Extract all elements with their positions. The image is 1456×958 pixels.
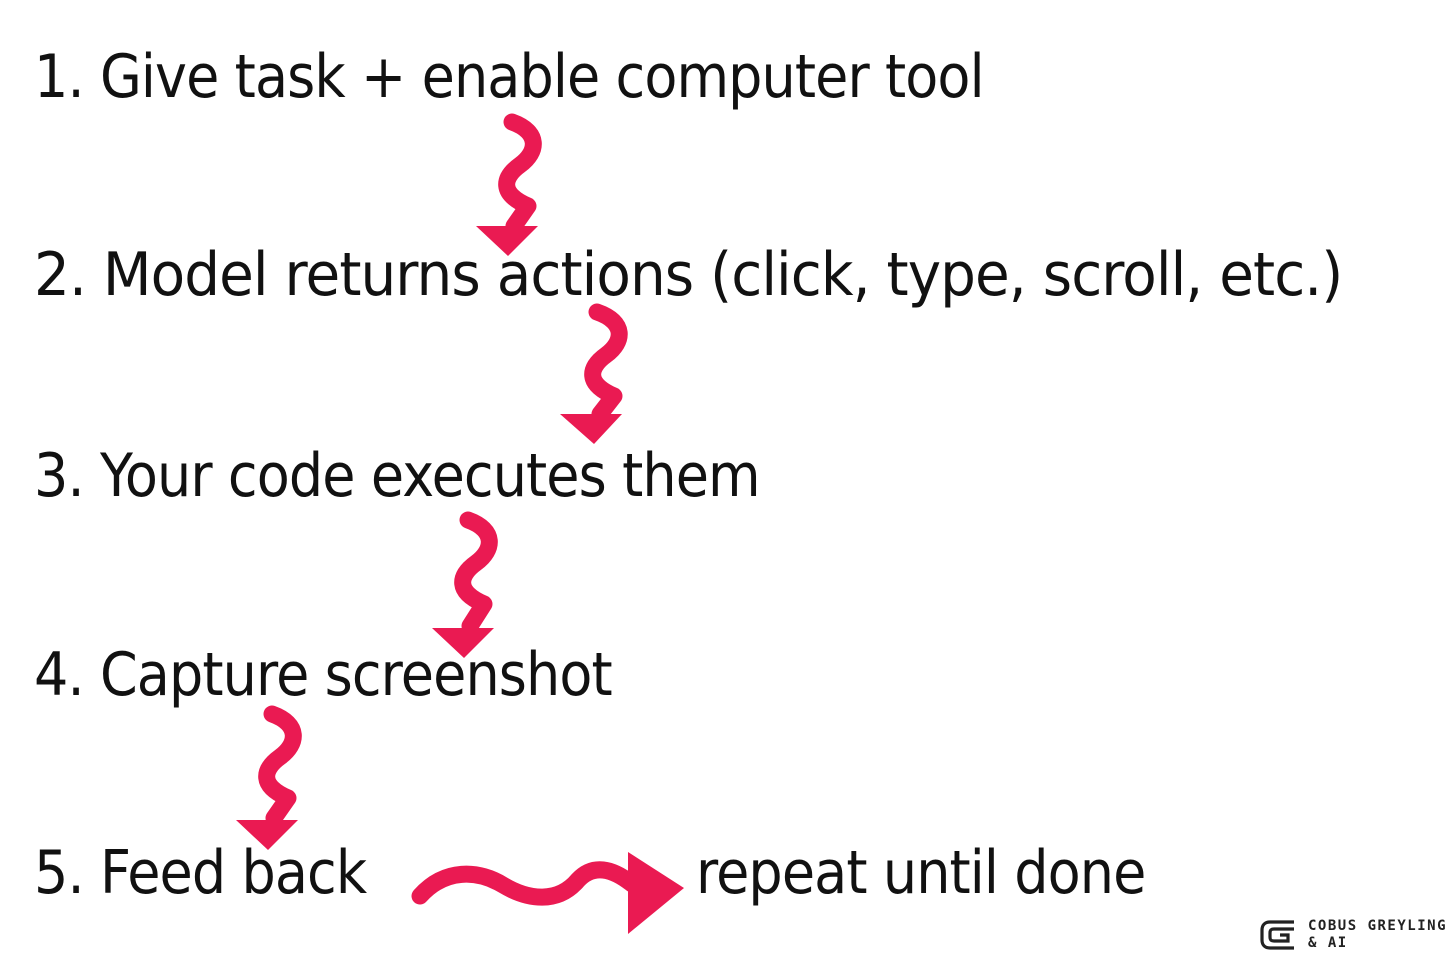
arrow-step4-to-step5 bbox=[236, 705, 302, 850]
arrow-step1-to-step2 bbox=[476, 113, 542, 256]
arrow-step3-to-step4 bbox=[432, 511, 498, 658]
loop-repeat-label: repeat until done bbox=[696, 838, 1146, 908]
step-feed-back: 5. Feed back bbox=[34, 838, 367, 908]
brand-suffix: & AI bbox=[1308, 935, 1348, 951]
brand-name: COBUS GREYLING bbox=[1308, 918, 1448, 934]
arrow-step2-to-step3 bbox=[560, 303, 628, 444]
step-code-executes: 3. Your code executes them bbox=[34, 441, 761, 511]
step-give-task: 1. Give task + enable computer tool bbox=[34, 42, 985, 112]
brand-signature: COBUS GREYLING & AI bbox=[1258, 914, 1454, 954]
step-model-returns-actions: 2. Model returns actions (click, type, s… bbox=[34, 240, 1343, 310]
brand-logo-icon bbox=[1260, 920, 1294, 950]
arrow-feed-back-to-repeat bbox=[411, 852, 684, 934]
step-capture-screenshot: 4. Capture screenshot bbox=[34, 640, 613, 710]
